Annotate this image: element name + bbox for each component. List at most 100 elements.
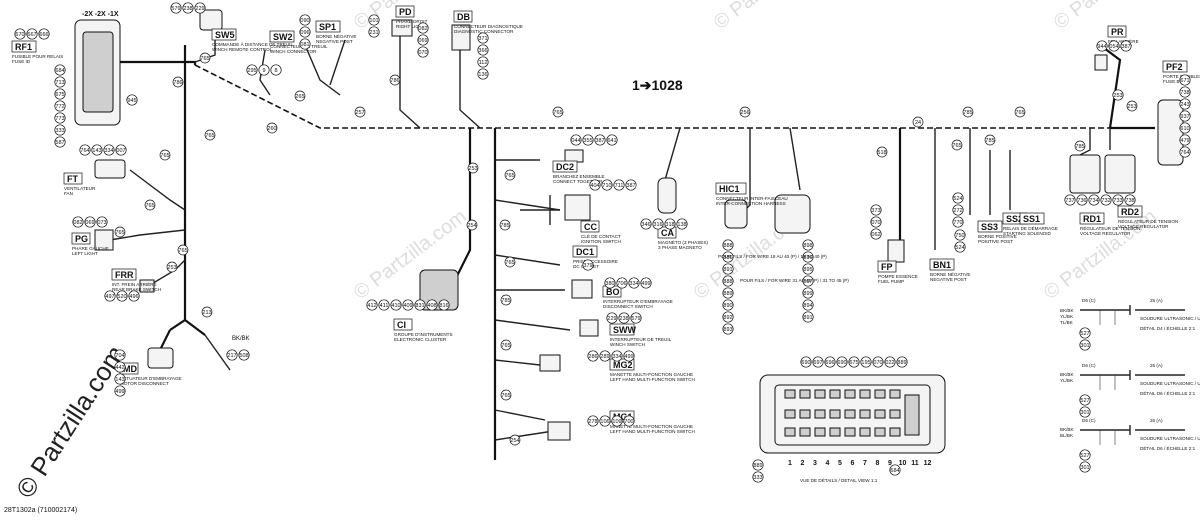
callout-number: 524 bbox=[953, 196, 962, 202]
fuse-cell bbox=[829, 409, 841, 419]
callout-bubble bbox=[54, 76, 66, 88]
callout-number: 070 bbox=[871, 220, 880, 226]
callout-bubble bbox=[402, 299, 414, 311]
pr-body bbox=[1094, 54, 1108, 71]
rf1-inner bbox=[82, 31, 114, 113]
fuse-slot-number: 7 bbox=[863, 460, 867, 467]
connector-ref-rd2: RD2 bbox=[1121, 207, 1139, 217]
callout-bubble bbox=[896, 356, 908, 368]
callout-number: 109 bbox=[612, 419, 621, 425]
connector-caption: INTERRUPTEUR D'EMBRAYAGE bbox=[603, 299, 673, 304]
callout-bubble bbox=[618, 312, 630, 324]
callout-number: 764 bbox=[80, 148, 89, 154]
ft-body bbox=[94, 159, 126, 179]
pd-body bbox=[391, 19, 413, 37]
callout-number: 286 bbox=[588, 354, 597, 360]
callout-number: 737 bbox=[1065, 198, 1074, 204]
callout-number: 772 bbox=[55, 104, 64, 110]
callout-bubble bbox=[170, 2, 182, 14]
wire-number: 253 bbox=[167, 265, 176, 271]
fuse-box-grid bbox=[784, 389, 920, 437]
connector-caption: COMMANDE À DISTANCE DE TREUIL bbox=[212, 41, 293, 47]
pf2-body bbox=[1157, 99, 1184, 166]
fuse-cell bbox=[814, 409, 826, 419]
callout-bubble bbox=[611, 415, 623, 427]
connector-caption: POSITIVE POST bbox=[978, 239, 1013, 244]
callout-bubble bbox=[628, 277, 640, 289]
callout-number: 713 bbox=[55, 80, 64, 86]
callout-bubble bbox=[79, 144, 91, 156]
connector-ref-box bbox=[211, 28, 237, 41]
callout-number: 082 bbox=[73, 220, 82, 226]
callout-number: 229 bbox=[607, 316, 616, 322]
pd-branch bbox=[399, 30, 421, 129]
callout-number: 404 bbox=[590, 183, 599, 189]
callout-bubble bbox=[299, 14, 311, 26]
callout-number: 710 bbox=[602, 183, 611, 189]
connector-ref-sp1: SP1 bbox=[319, 22, 336, 32]
wire-number-bubble bbox=[509, 434, 521, 446]
connector-ref-box bbox=[63, 172, 83, 185]
wire-number: 765 bbox=[200, 56, 209, 62]
callout-number: 411 bbox=[380, 303, 389, 309]
callout-number: 675 bbox=[849, 360, 858, 366]
callout-bubble bbox=[582, 259, 594, 271]
callout-bubble bbox=[1179, 134, 1191, 146]
fuse-cell bbox=[799, 409, 811, 419]
connector-ref-ss2: SS2 bbox=[1006, 214, 1023, 224]
callout-bubble bbox=[802, 263, 814, 275]
detail-d4-wire bbox=[1080, 305, 1185, 315]
fuse-cell bbox=[904, 394, 920, 436]
wire-number-bubble bbox=[504, 169, 516, 181]
callout-bubble bbox=[870, 228, 882, 240]
callout-number: 497 bbox=[105, 294, 114, 300]
callout-number: 062 bbox=[871, 232, 880, 238]
connector-ref-mg2: MG2 bbox=[613, 360, 633, 370]
callout-bubble bbox=[38, 28, 50, 40]
wire-number-bubble bbox=[962, 106, 974, 118]
callout-number: 888 bbox=[723, 279, 732, 285]
callout-number: 346 bbox=[641, 222, 650, 228]
diagram-note: SOUDURE ULTRASONIC / ULTRASONIC WELD bbox=[1140, 436, 1200, 441]
connector-ref-ft: FT bbox=[67, 174, 78, 184]
weld-details bbox=[1080, 305, 1185, 445]
callout-number: 096 bbox=[300, 30, 309, 36]
detail-wire-tag: 26 (A) bbox=[1150, 363, 1163, 368]
connector-ref-box bbox=[877, 260, 897, 273]
wire-number-bubble bbox=[389, 74, 401, 86]
wire-number-bubble bbox=[984, 134, 996, 146]
connector-caption: CONNECTEUR INTER-FAISCEAU bbox=[716, 196, 788, 201]
callout-bubble bbox=[587, 350, 599, 362]
callout-bubble bbox=[802, 311, 814, 323]
callout-number: 773 bbox=[55, 116, 64, 122]
wire-number: 785 bbox=[963, 110, 972, 116]
callout-bubble bbox=[54, 124, 66, 136]
connector-caption: VOLTAGE REGULATOR bbox=[1118, 224, 1169, 229]
callout-number: 944 bbox=[1097, 44, 1106, 50]
callout-bubble bbox=[238, 349, 250, 361]
callout-number: 499 bbox=[115, 389, 124, 395]
callout-bubble bbox=[599, 350, 611, 362]
connector-caption: ELECTRONIC CLUSTER bbox=[394, 337, 447, 342]
connector-ref-box bbox=[580, 220, 600, 233]
callout-bubble bbox=[1088, 194, 1100, 206]
connector-caption: INTERRUPTEUR DE TREUIL bbox=[610, 337, 672, 342]
connector-ref-box bbox=[269, 30, 295, 43]
wire-number: 765 bbox=[1015, 110, 1024, 116]
callout-bubble bbox=[114, 373, 126, 385]
wire-number-bubble bbox=[1126, 100, 1138, 112]
callout-bubble bbox=[625, 179, 637, 191]
callout-bubble bbox=[722, 275, 734, 287]
fuse-slot-number: 3 bbox=[813, 460, 817, 467]
callout-bubble bbox=[722, 263, 734, 275]
callout-bubble bbox=[1124, 194, 1136, 206]
sp1-branch bbox=[304, 44, 341, 96]
connector-ref-pd: PD bbox=[399, 7, 412, 17]
callout-number: 101 bbox=[369, 18, 378, 24]
callout-bubble bbox=[54, 136, 66, 148]
connector-ref-md: MD bbox=[123, 364, 137, 374]
connector-caption: ACTUATEUR D'EMBRAYAGE bbox=[120, 376, 182, 381]
